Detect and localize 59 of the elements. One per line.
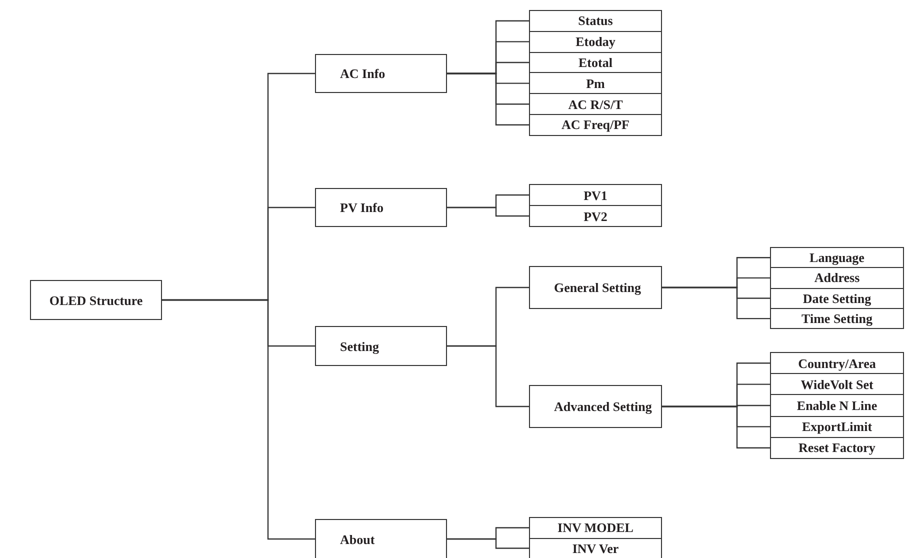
- menu-item-box: [770, 247, 904, 268]
- menu-label: Language: [810, 250, 864, 266]
- menu-box: [30, 280, 162, 320]
- connector-line: [662, 286, 770, 320]
- menu-label: PV1: [584, 188, 608, 202]
- menu-item-box: [770, 308, 904, 330]
- menu-item-box: [770, 267, 904, 289]
- menu-label: Enable N Line: [796, 398, 878, 413]
- menu-label: Country/Area: [798, 356, 876, 371]
- menu-label: ExportLimit: [802, 419, 872, 434]
- menu-label: WideVolt Set: [800, 376, 874, 392]
- connector-line: [447, 72, 529, 126]
- menu-item-box: [770, 352, 904, 374]
- connector-line: [447, 538, 529, 549]
- menu-label: INV MODEL: [558, 520, 634, 536]
- menu-label: PV2: [584, 208, 608, 224]
- menu-item-box: [770, 373, 904, 396]
- menu-item-box: [529, 10, 662, 32]
- menu-item-box: [529, 205, 662, 227]
- menu-box: [315, 54, 447, 93]
- connector-line: [162, 299, 315, 540]
- menu-item-box: [529, 517, 662, 538]
- menu-item-box: [529, 30, 662, 53]
- menu-label: Status: [578, 13, 613, 28]
- menu-label: Advanced Setting: [554, 399, 652, 414]
- menu-label: General Setting: [554, 280, 642, 295]
- connector-line: [447, 206, 529, 217]
- menu-label: PV Info: [340, 200, 384, 215]
- menu-label: INV Ver: [572, 540, 619, 556]
- menu-label: Reset Factory: [798, 440, 876, 456]
- connector-line: [662, 406, 770, 448]
- menu-label: Pm: [586, 76, 605, 91]
- menu-label: About: [340, 532, 375, 546]
- menu-label: Address: [814, 270, 860, 286]
- menu-item-box: [529, 184, 662, 206]
- menu-box: [529, 385, 662, 428]
- menu-box: [315, 519, 447, 558]
- menu-item-box: [770, 436, 904, 459]
- menu-label: AC R/S/T: [568, 96, 623, 112]
- menu-label: Etoday: [576, 34, 616, 50]
- menu-label: AC Freq/PF: [562, 117, 630, 132]
- menu-item-box: [529, 538, 662, 558]
- menu-item-box: [529, 72, 662, 94]
- menu-item-box: [770, 394, 904, 417]
- menu-label: Date Setting: [802, 290, 872, 306]
- menu-box: [529, 266, 662, 309]
- menu-item-box: [529, 93, 662, 115]
- menu-box: [315, 326, 447, 366]
- menu-label: Etotal: [578, 54, 612, 70]
- menu-label: AC Info: [340, 66, 386, 81]
- menu-box: [315, 188, 447, 227]
- menu-label: Time Setting: [802, 311, 872, 326]
- menu-label: Setting: [340, 338, 379, 354]
- menu-label: OLED Structure: [49, 292, 143, 308]
- menu-item-box: [770, 288, 904, 309]
- menu-item-box: [529, 52, 662, 74]
- connector-line: [447, 345, 529, 408]
- menu-item-box: [770, 416, 904, 438]
- menu-item-box: [529, 114, 662, 136]
